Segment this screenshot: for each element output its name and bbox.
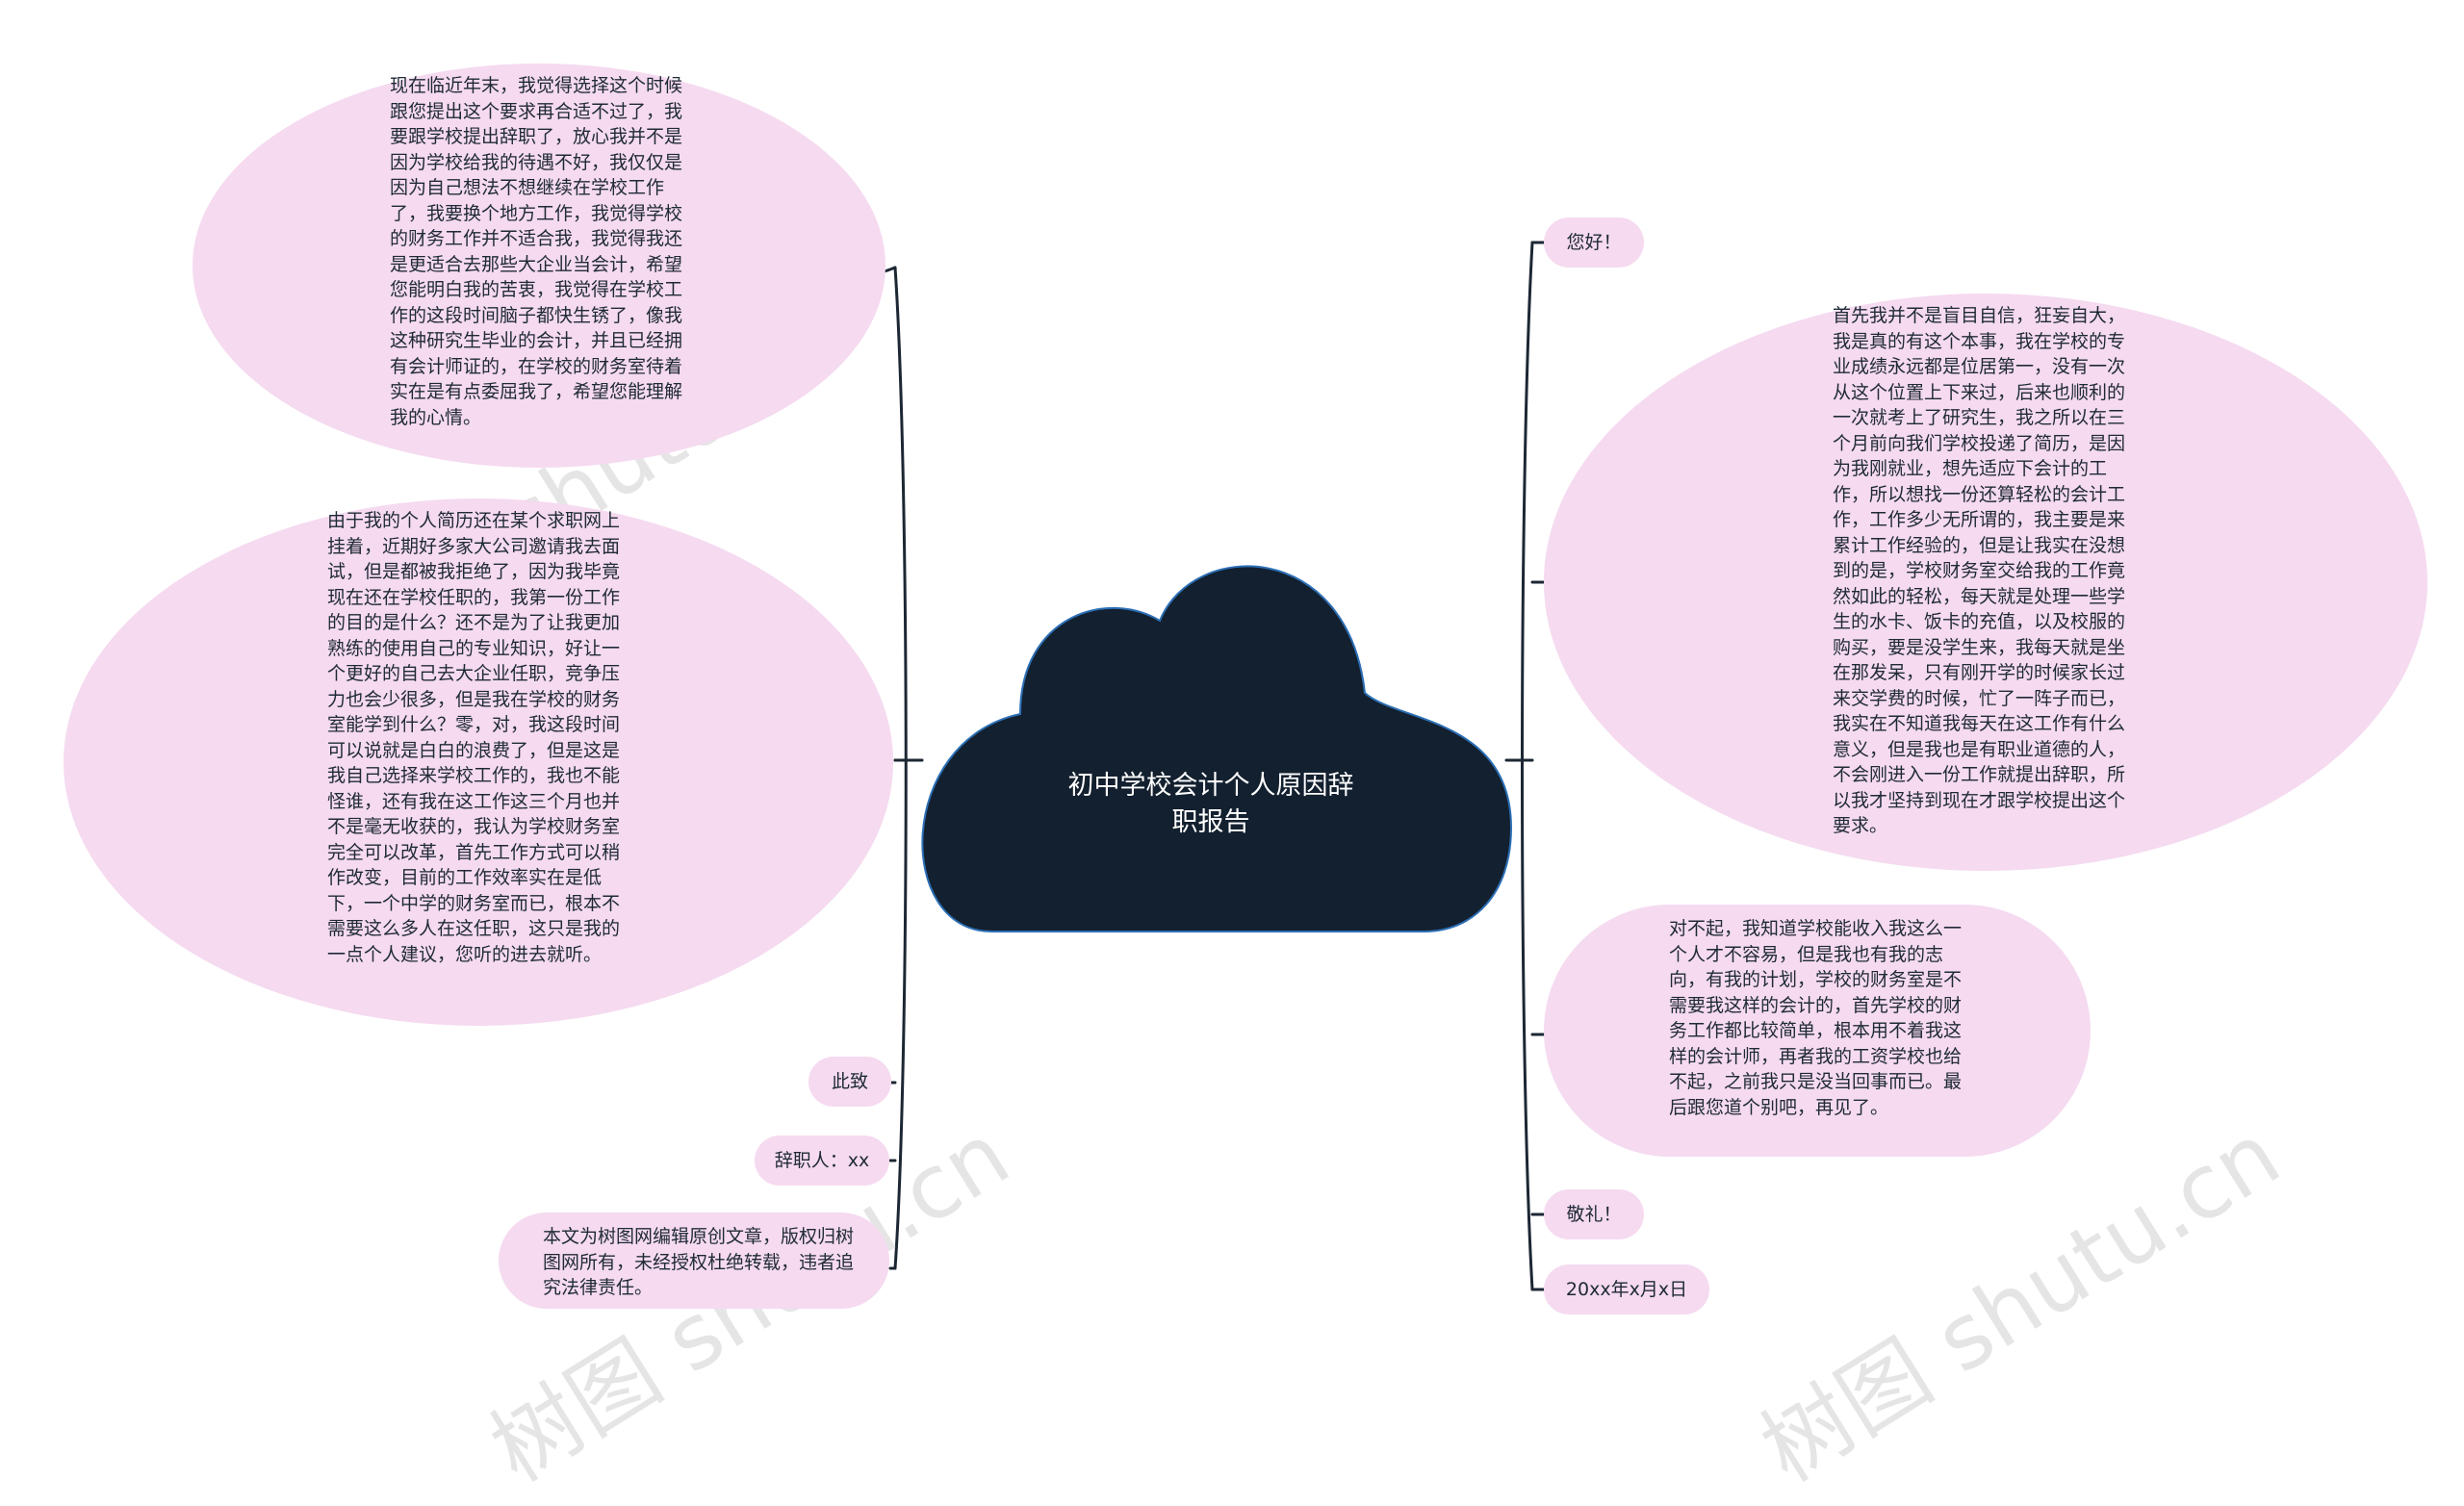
left-node-2-text: 由于我的个人简历还在某个求职网上挂着，近期好多家大公司邀请我去面试，但是都被我拒… [327,510,621,965]
left-node-4[interactable]: 辞职人：xx [755,1136,889,1186]
left-node-5-text: 本文为树图网编辑原创文章，版权归树图网所有，未经授权杜绝转载，违者追究法律责任。 [543,1226,855,1298]
left-node-1[interactable]: 现在临近年末，我觉得选择这个时候跟您提出这个要求再合适不过了，我要跟学校提出辞职… [192,64,886,468]
right-node-3[interactable]: 对不起，我知道学校能收入我这么一个人才不容易，但是我也有我的志向，有我的计划，学… [1544,905,2091,1157]
right-node-4[interactable]: 敬礼！ [1544,1189,1644,1239]
right-node-3-text: 对不起，我知道学校能收入我这么一个人才不容易，但是我也有我的志向，有我的计划，学… [1669,918,1963,1118]
left-node-3-text: 此致 [831,1070,868,1092]
right-node-4-text: 敬礼！ [1566,1203,1622,1225]
right-node-5-text: 20xx年x月x日 [1565,1278,1688,1300]
left-node-5[interactable]: 本文为树图网编辑原创文章，版权归树图网所有，未经授权杜绝转载，违者追究法律责任。 [499,1212,889,1309]
right-node-1-text: 您好！ [1566,231,1622,253]
connector-lines [882,241,1548,1291]
right-trunk [1521,241,1534,1291]
left-node-3[interactable]: 此致 [808,1057,891,1107]
left-trunk [893,266,908,1270]
central-cloud-shape [921,565,1513,932]
right-node-2-text: 首先我并不是盲目自信，狂妄自大，我是真的有这个本事，我在学校的专业成绩永远都是位… [1833,305,2126,836]
left-node-1-text: 现在临近年末，我觉得选择这个时候跟您提出这个要求再合适不过了，我要跟学校提出辞职… [390,75,683,428]
right-node-2[interactable]: 首先我并不是盲目自信，狂妄自大，我是真的有这个本事，我在学校的专业成绩永远都是位… [1544,294,2427,871]
central-topic[interactable]: 初中学校会计个人原因辞职报告 [1067,771,1354,837]
right-node-5[interactable]: 20xx年x月x日 [1544,1264,1709,1315]
left-node-4-text: 辞职人：xx [774,1149,870,1171]
right-node-1[interactable]: 您好！ [1544,217,1644,268]
left-node-2[interactable]: 由于我的个人简历还在某个求职网上挂着，近期好多家大公司邀请我去面试，但是都被我拒… [64,498,893,1026]
